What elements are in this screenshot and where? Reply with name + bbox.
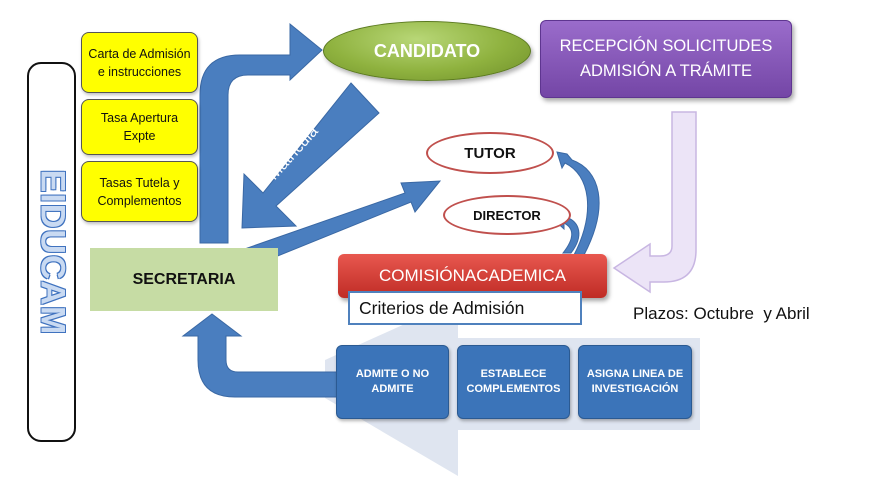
admite-box: ADMITE O NO ADMITE bbox=[336, 345, 449, 419]
eiducam-frame bbox=[27, 62, 76, 442]
candidato-ellipse: CANDIDATO bbox=[323, 21, 531, 81]
carta-admision-box: Carta de Admisión e instrucciones bbox=[81, 32, 198, 93]
recepcion-solicitudes-box: RECEPCIÓN SOLICITUDES ADMISIÓN A TRÁMITE bbox=[540, 20, 792, 98]
arrow-return-to-secretaria bbox=[181, 313, 339, 398]
criterios-admision-box: Criterios de Admisión bbox=[348, 291, 582, 325]
eiducam-label-wrap: EIDUCAM bbox=[27, 62, 76, 442]
arrow-to-tutor bbox=[556, 151, 600, 256]
tasas-tutela-box: Tasas Tutela y Complementos bbox=[81, 161, 198, 222]
asigna-linea-box: ASIGNA LINEA DE INVESTIGACIÓN bbox=[578, 345, 692, 419]
plazos-text: Plazos: Octubre y Abril bbox=[633, 304, 810, 323]
establece-complementos-box: ESTABLECE COMPLEMENTOS bbox=[457, 345, 570, 419]
comision-academica-box: COMISIÓNACADEMICA bbox=[338, 254, 607, 298]
arrow-formaliza-matricula bbox=[241, 82, 380, 229]
tasa-apertura-box: Tasa Apertura Expte bbox=[81, 99, 198, 155]
arrow-recepcion-to-comision bbox=[612, 111, 697, 294]
secretaria-box: SECRETARIA bbox=[90, 248, 278, 311]
recepcion-line-2: ADMISIÓN A TRÁMITE bbox=[579, 62, 753, 80]
recepcion-line-1: RECEPCIÓN SOLICITUDES bbox=[559, 37, 773, 55]
arrow-to-candidato bbox=[199, 22, 323, 244]
tutor-ellipse: TUTOR bbox=[426, 132, 554, 174]
director-ellipse: DIRECTOR bbox=[443, 195, 571, 235]
eiducam-label: EIDUCAM bbox=[33, 169, 72, 335]
